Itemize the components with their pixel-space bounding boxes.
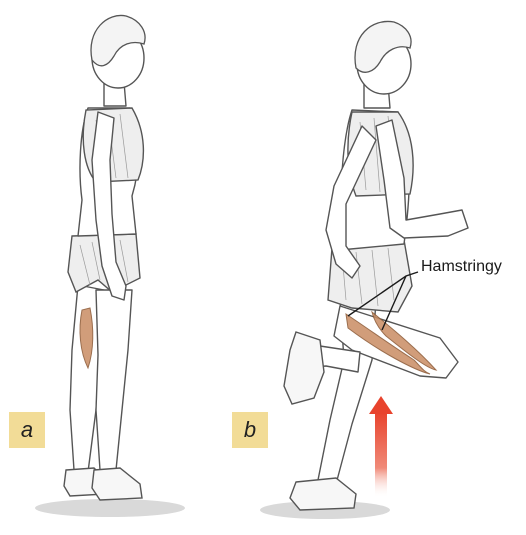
- panel-label-b: b: [232, 412, 268, 448]
- front-arm-b: [376, 120, 468, 238]
- front-shoe-a: [92, 468, 142, 500]
- support-shoe-b: [290, 478, 356, 510]
- raised-shoe-b: [284, 332, 324, 404]
- arrow-head: [369, 396, 393, 414]
- hamstring-annotation: Hamstringy: [421, 258, 502, 276]
- front-leg-a: [96, 290, 132, 470]
- arrow-shaft: [375, 412, 387, 498]
- ground-shadow-a: [35, 499, 185, 517]
- up-arrow: [369, 396, 393, 498]
- panel-label-a: a: [9, 412, 45, 448]
- figure-standing: [35, 15, 185, 517]
